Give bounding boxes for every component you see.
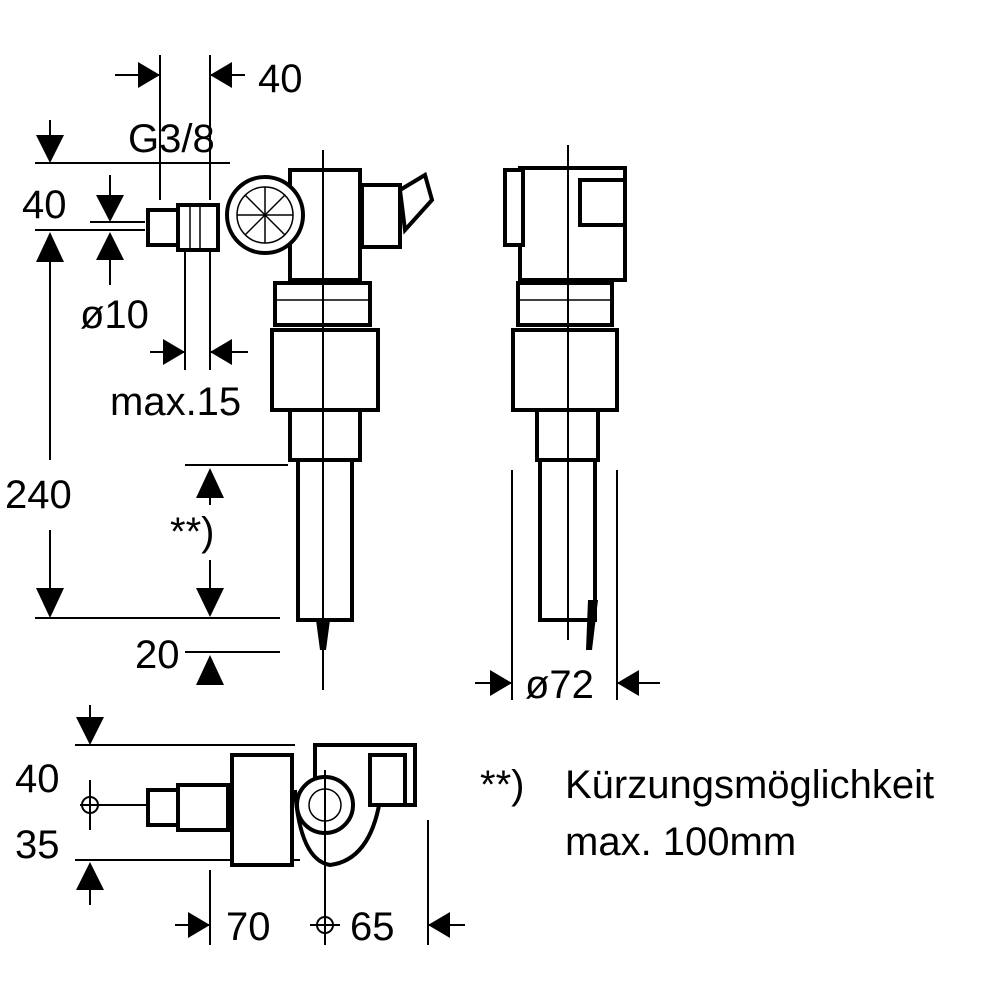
dim-top-view-inlet: 70 (226, 905, 271, 949)
dim-top-width: 40 (258, 57, 303, 101)
arrow-icon (210, 62, 232, 88)
note-line2: max. 100mm (565, 820, 796, 864)
dim-inlet-diameter: ø10 (80, 293, 149, 337)
dim-top-view-body: 65 (350, 905, 395, 949)
dim-bottom-gap: 20 (135, 633, 180, 677)
dim-total-height: 240 (5, 473, 72, 517)
arrow-icon (138, 62, 160, 88)
side-view: 40 G3/8 40 ø10 max.15 240 * (5, 55, 435, 690)
dim-tube-diameter: ø72 (525, 663, 594, 707)
note-marker: **) (480, 763, 524, 807)
note-line1: Kürzungsmöglichkeit (565, 763, 934, 807)
top-view: 40 35 70 65 (15, 705, 465, 949)
dim-top-view-center: 35 (15, 823, 60, 867)
valve-side (146, 150, 435, 690)
dim-top-view-offset: 40 (15, 757, 60, 801)
dim-inlet-height: 40 (22, 183, 67, 227)
front-view: ø72 (475, 145, 660, 707)
dim-thread: G3/8 (128, 117, 215, 161)
dim-max-offset: max.15 (110, 380, 241, 424)
dim-shortening-mark: **) (170, 510, 214, 554)
shortening-note: **) Kürzungsmöglichkeit max. 100mm (480, 763, 934, 864)
